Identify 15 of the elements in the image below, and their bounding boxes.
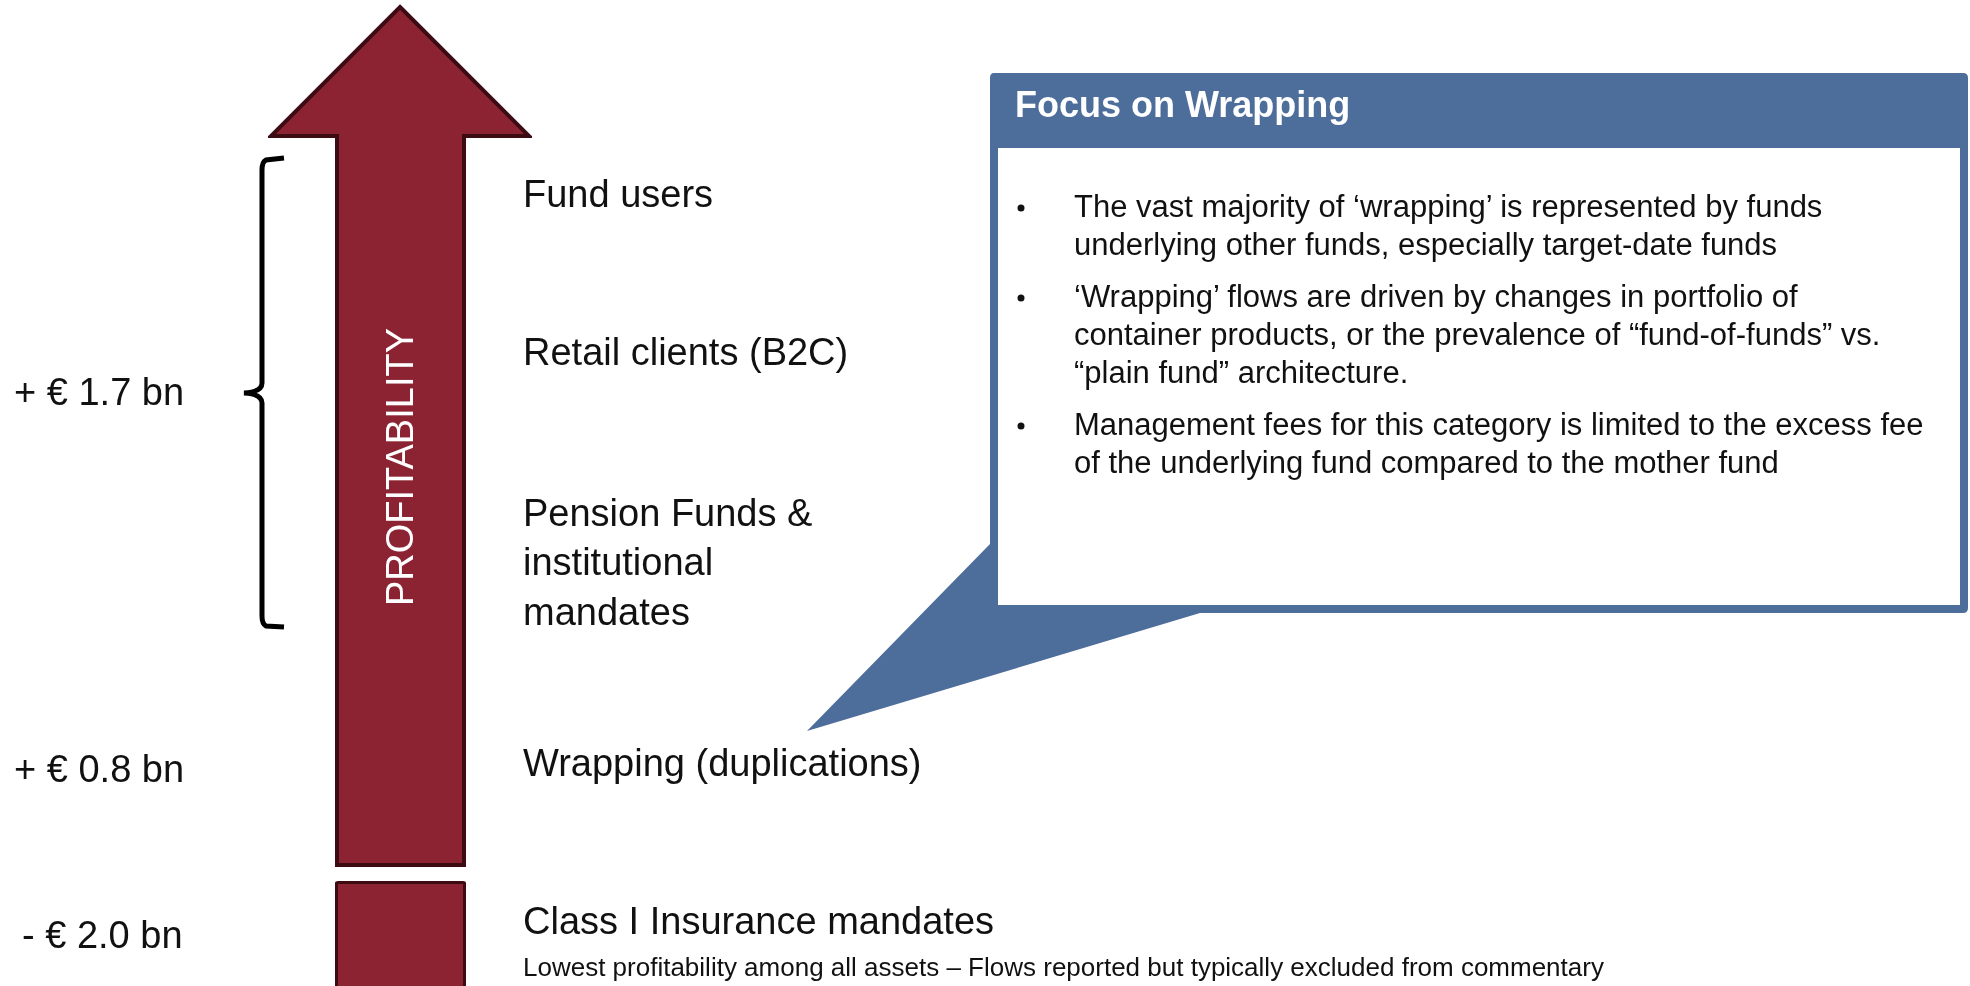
category-label: Fund users [523,172,714,218]
value-label: + € 1.7 bn [14,370,185,416]
arrow-label: PROFITABILITY [378,328,422,606]
category-label: Wrapping (duplications) [523,741,922,787]
bullet-text: ‘Wrapping’ flows are driven by changes in portfolio of container products, or the prevalence of “fund-of-funds” vs. “plain fund” architecture. [1074,279,1881,390]
note-text: Lowest profitability among all assets – Flows reported but typically excluded from commentary [523,951,1604,985]
callout-title: Focus on Wrapping [1015,84,1351,126]
category-label: Class I Insurance mandates [523,899,994,945]
value-label: + € 0.8 bn [14,747,185,793]
value-label: - € 2.0 bn [22,913,183,959]
category-label: Pension Funds & institutional mandates [523,490,814,635]
category-label: Retail clients (B2C) [523,330,849,376]
bullet-text: The vast majority of ‘wrapping’ is represented by funds underlying other funds, especially target-date funds [1074,189,1823,262]
bar-block [335,881,466,986]
bullet-text: Management fees for this category is limited to the excess fee of the underlying fund compared to the mother fund [1074,407,1924,480]
